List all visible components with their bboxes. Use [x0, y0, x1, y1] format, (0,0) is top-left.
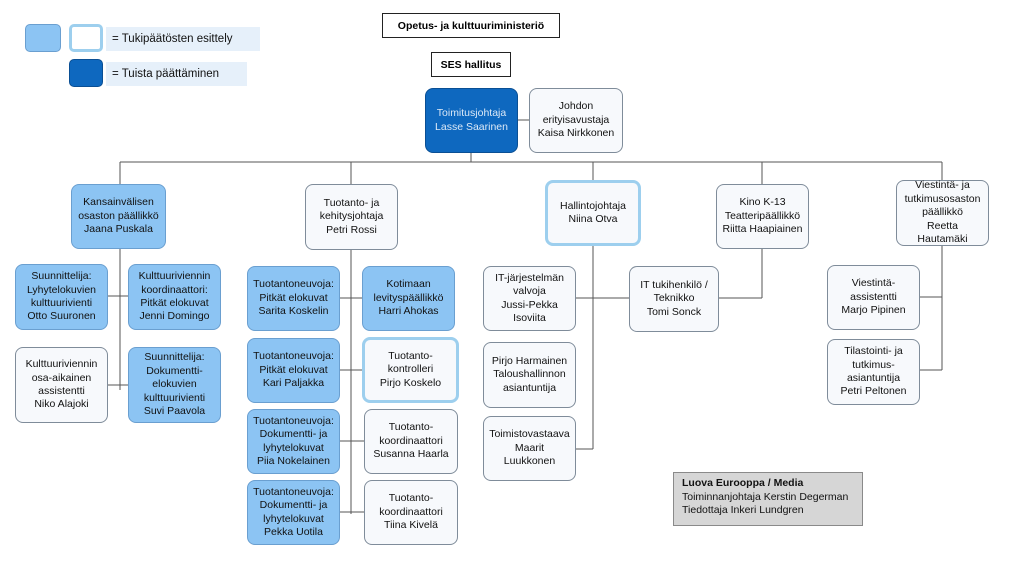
media-line-2: Tiedottaja Inkeri Lundgren — [682, 504, 804, 517]
production-advisor-3-box: Tuotantoneuvoja: Dokumentti- ja lyhytelo… — [247, 409, 340, 474]
ceo-box: Toimitusjohtaja Lasse Saarinen — [425, 88, 518, 153]
communication-assistant-box: Viestintä- assistentti Marjo Pipinen — [827, 265, 920, 330]
office-manager-box: Toimistovastaava Maarit Luukkonen — [483, 416, 576, 481]
legend-support-swatch-outlined — [69, 24, 103, 52]
legend-support-swatch-filled — [25, 24, 61, 52]
production-coordinator-2-box: Tuotanto- koordinaattori Tiina Kivelä — [364, 480, 458, 545]
production-advisor-1-box: Tuotantoneuvoja: Pitkät elokuvat Sarita … — [247, 266, 340, 331]
legend-support-label: = Tukipäätösten esittely — [106, 27, 260, 51]
production-head-box: Tuotanto- ja kehitysjohtaja Petri Rossi — [305, 184, 398, 250]
production-controller-box: Tuotanto- kontrolleri Pirjo Koskelo — [362, 337, 459, 403]
finance-specialist-box: Pirjo Harmainen Taloushallinnon asiantun… — [483, 342, 576, 408]
legend-decision-swatch — [69, 59, 103, 87]
admin-head-box: Hallintojohtaja Niina Otva — [545, 180, 641, 246]
assistant-box: Johdon erityisavustaja Kaisa Nirkkonen — [529, 88, 623, 153]
communication-head-box: Viestintä- ja tutkimusosaston päällikkö … — [896, 179, 989, 246]
media-line-1: Toiminnanjohtaja Kerstin Degerman — [682, 490, 849, 503]
production-advisor-4-box: Tuotantoneuvoja: Dokumentti- ja lyhytelo… — [247, 480, 340, 545]
creative-europe-media-box: Luova Eurooppa / Media Toiminnanjohtaja … — [673, 472, 863, 526]
distribution-manager-box: Kotimaan levityspäällikkö Harri Ahokas — [362, 266, 455, 331]
media-title: Luova Eurooppa / Media — [682, 477, 804, 489]
production-advisor-2-box: Tuotantoneuvoja: Pitkät elokuvat Kari Pa… — [247, 338, 340, 403]
it-system-admin-box: IT-järjestelmän valvoja Jussi-Pekka Isov… — [483, 266, 576, 331]
production-coordinator-1-box: Tuotanto- koordinaattori Susanna Haarla — [364, 409, 458, 474]
export-assistant-box: Kulttuuriviennin osa-aikainen assistentt… — [15, 347, 108, 423]
it-support-box: IT tukihenkilö / Teknikko Tomi Sonck — [629, 266, 719, 332]
legend-decision-label: = Tuista päättäminen — [106, 62, 247, 86]
statistics-specialist-box: Tilastointi- ja tutkimus- asiantuntija P… — [827, 339, 920, 405]
board-label: SES hallitus — [431, 52, 511, 77]
ministry-label: Opetus- ja kulttuuriministeriö — [382, 13, 560, 38]
planner-documentaries-box: Suunnittelija: Dokumentti- elokuvien kul… — [128, 347, 221, 423]
planner-short-films-box: Suunnittelija: Lyhytelokuvien kulttuuriv… — [15, 264, 108, 330]
kino-head-box: Kino K-13 Teatteripäällikkö Riitta Haapi… — [716, 184, 809, 249]
export-coordinator-box: Kulttuuriviennin koordinaattori: Pitkät … — [128, 264, 221, 330]
intl-head-box: Kansainvälisen osaston päällikkö Jaana P… — [71, 184, 166, 249]
